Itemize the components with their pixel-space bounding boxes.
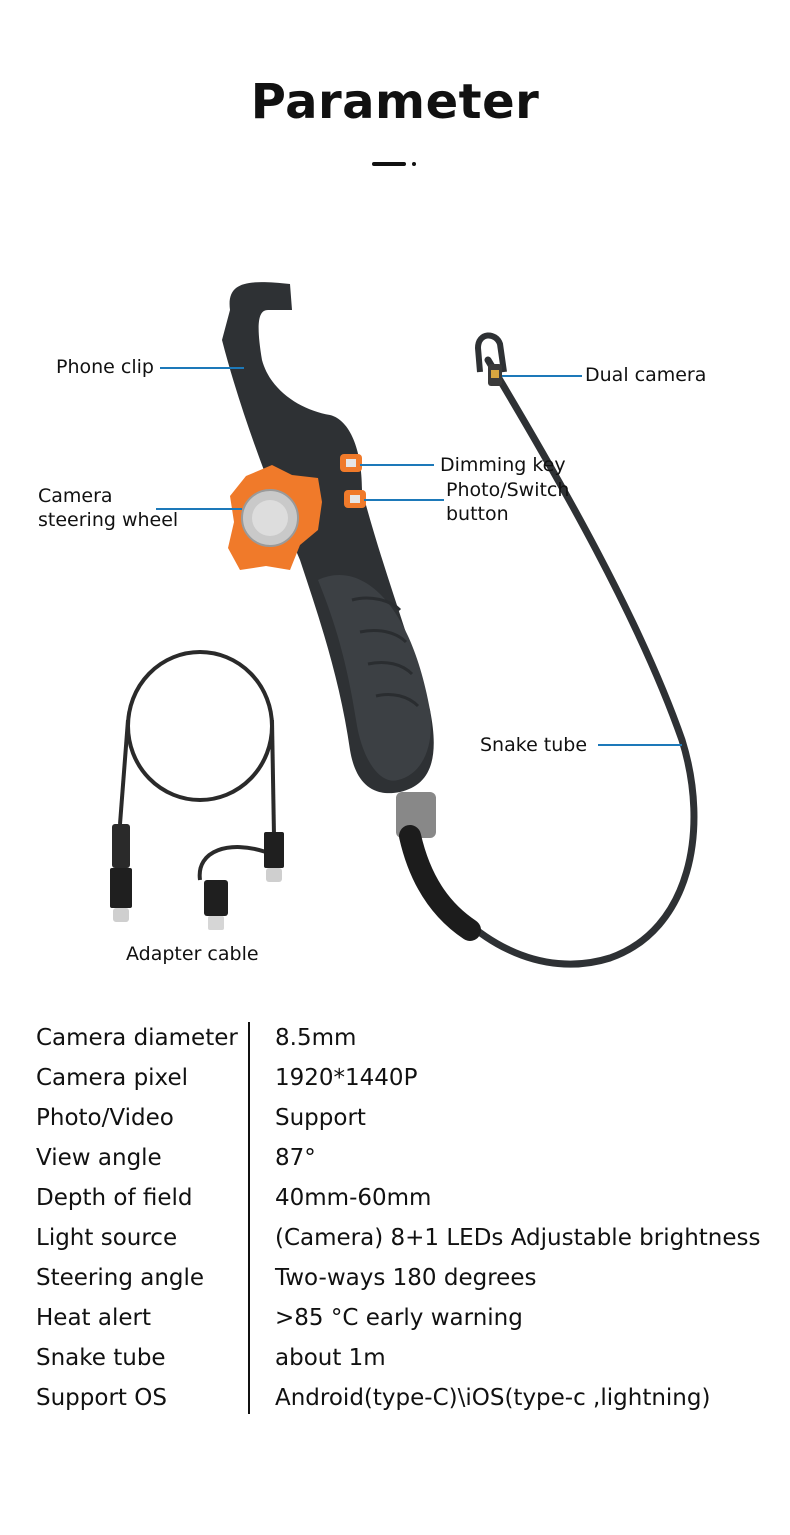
product-illustration: Phone clip Camera steering wheel Dimming… (0, 240, 790, 1000)
photo-switch-leader (364, 499, 444, 501)
snake-tube-leader (598, 744, 682, 746)
spec-key: Steering angle (36, 1265, 205, 1291)
spec-key: Snake tube (36, 1345, 166, 1371)
adapter-cable-icon (118, 650, 276, 881)
spec-value: 8.5mm (275, 1025, 357, 1051)
steering-wheel-leader (156, 508, 242, 510)
spec-row: View angle 87° (36, 1138, 776, 1178)
phone-clip-label: Phone clip (56, 356, 154, 378)
lightning-adapter-icon (204, 880, 228, 930)
spec-value: Android(type-C)\iOS(type-c ,lightning) (275, 1385, 711, 1411)
spec-divider (248, 1022, 250, 1414)
spec-key: Support OS (36, 1385, 167, 1411)
dimming-key-label: Dimming key (440, 454, 566, 476)
endoscope-drawing (110, 282, 698, 968)
photo-switch-label: Photo/Switch button (446, 479, 570, 525)
spec-row: Heat alert >85 °C early warning (36, 1298, 776, 1338)
spec-value: 87° (275, 1145, 316, 1171)
spec-key: Photo/Video (36, 1105, 174, 1131)
spec-row: Support OS Android(type-C)\iOS(type-c ,l… (36, 1378, 776, 1418)
spec-value: (Camera) 8+1 LEDs Adjustable brightness (275, 1225, 761, 1251)
spec-value: Two-ways 180 degrees (275, 1265, 537, 1291)
spec-value: >85 °C early warning (275, 1305, 523, 1331)
page-title: Parameter (250, 74, 540, 130)
spec-row: Depth of field 40mm-60mm (36, 1178, 776, 1218)
usb-c-plug-icon (110, 824, 132, 922)
snake-tube-icon (426, 356, 698, 968)
spec-row: Photo/Video Support (36, 1098, 776, 1138)
spec-key: Heat alert (36, 1305, 151, 1331)
steering-wheel-icon (228, 465, 322, 570)
spec-key: Depth of field (36, 1185, 193, 1211)
spec-key: Camera diameter (36, 1025, 238, 1051)
spec-value: 1920*1440P (275, 1065, 418, 1091)
usb-c-plug-icon-2 (264, 832, 284, 882)
spec-row: Light source (Camera) 8+1 LEDs Adjustabl… (36, 1218, 776, 1258)
adapter-cable-label: Adapter cable (126, 943, 259, 965)
spec-table: Camera diameter 8.5mm Camera pixel 1920*… (36, 1018, 776, 1418)
spec-key: View angle (36, 1145, 162, 1171)
spec-key: Camera pixel (36, 1065, 189, 1091)
title-underline-dot (412, 162, 416, 166)
dual-camera-label: Dual camera (585, 364, 707, 386)
phone-clip-leader (160, 367, 244, 369)
spec-value: Support (275, 1105, 366, 1131)
title-underline (372, 162, 406, 166)
spec-value: about 1m (275, 1345, 386, 1371)
dimming-key-leader (360, 464, 434, 466)
dual-camera-leader (502, 375, 582, 377)
spec-key: Light source (36, 1225, 178, 1251)
spec-value: 40mm-60mm (275, 1185, 432, 1211)
spec-row: Camera pixel 1920*1440P (36, 1058, 776, 1098)
spec-row: Steering angle Two-ways 180 degrees (36, 1258, 776, 1298)
neck-icon (396, 792, 481, 941)
spec-row: Camera diameter 8.5mm (36, 1018, 776, 1058)
spec-row: Snake tube about 1m (36, 1338, 776, 1378)
camera-head-icon (474, 332, 507, 373)
snake-tube-label: Snake tube (480, 734, 588, 756)
steering-wheel-label: Camera steering wheel (38, 485, 179, 531)
